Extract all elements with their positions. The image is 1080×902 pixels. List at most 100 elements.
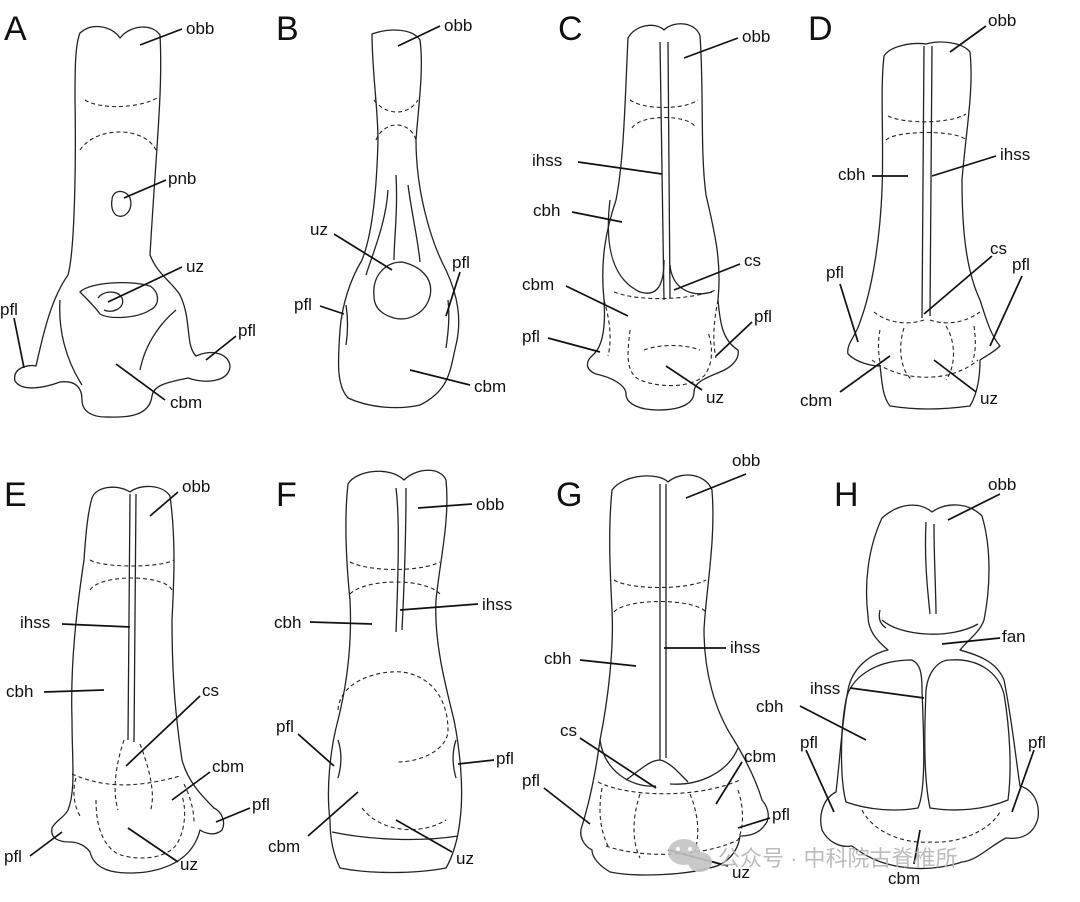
leader-f-cbh: [309, 621, 373, 625]
leader-d-uz: [933, 359, 977, 393]
leader-c-uz: [665, 365, 703, 391]
fan-outline-h: [881, 619, 979, 635]
label-b-pfl-left: pfl: [294, 295, 312, 314]
inner-contour-a: [139, 309, 177, 371]
watermark: 公众号 · 中科院古脊椎所: [668, 839, 958, 872]
uz-inner-a: [97, 291, 124, 312]
dashed-contour-e: [139, 743, 153, 813]
label-h-pfl-right: pfl: [1028, 733, 1046, 752]
leader-f-ihss: [399, 603, 479, 611]
panel-d: D obb cbh ihss cs pfl pfl cbm uz: [800, 10, 1030, 410]
leader-a-pnb: [123, 179, 167, 199]
leader-f-cbm: [307, 791, 359, 837]
label-g-ihss: ihss: [730, 638, 760, 657]
dashed-contour-g: [599, 787, 609, 847]
leader-h-pfl-left: [805, 749, 835, 813]
label-a-obb: obb: [186, 19, 214, 38]
dashed-contour-f: [349, 561, 441, 571]
label-e-cbh: cbh: [6, 682, 33, 701]
label-g-obb: obb: [732, 451, 760, 470]
leader-f-uz: [395, 819, 453, 853]
inner-contour-b: [365, 189, 389, 276]
dashed-contour-d: [885, 131, 967, 141]
leader-d-ihss: [931, 155, 997, 177]
inner-contour-f: [452, 739, 457, 779]
dashed-contour-e: [183, 783, 195, 823]
dashed-contour-e: [89, 559, 175, 567]
label-a-pnb: pnb: [168, 169, 196, 188]
inner-contour-b: [393, 174, 398, 261]
label-a-pfl-left: pfl: [0, 300, 18, 319]
label-b-obb: obb: [444, 16, 472, 35]
leader-d-cbm: [839, 355, 891, 393]
leader-b-pfl-right: [445, 271, 461, 317]
dashed-contour-c: [629, 99, 699, 108]
inner-contour-f: [337, 739, 342, 779]
label-f-cbm: cbm: [268, 837, 300, 856]
label-f-uz: uz: [456, 849, 474, 868]
label-h-cbh: cbh: [756, 697, 783, 716]
dashed-contour-d: [945, 325, 955, 381]
label-g-cbm: cbm: [744, 747, 776, 766]
label-f-cbh: cbh: [274, 613, 301, 632]
leader-e-obb: [149, 491, 179, 517]
label-e-uz: uz: [180, 855, 198, 874]
leader-d-pfl-left: [839, 283, 859, 343]
leader-d-obb: [949, 25, 987, 53]
leader-h-obb: [947, 493, 1001, 521]
cbh-outline-g: [599, 739, 657, 787]
cbh-outline-c: [607, 199, 665, 294]
leader-a-obb: [139, 28, 183, 46]
label-g-cbh: cbh: [544, 649, 571, 668]
suture-e: [127, 493, 131, 741]
dashed-contour-c: [627, 329, 713, 387]
dashed-contour-f: [349, 581, 441, 595]
fan-outline-h: [878, 609, 887, 629]
label-d-obb: obb: [988, 11, 1016, 30]
panel-b: B obb uz pfl pfl cbm: [276, 10, 506, 409]
cbh-outline-h: [924, 659, 1011, 811]
label-e-cs: cs: [202, 681, 219, 700]
label-g-pfl-left: pfl: [522, 771, 540, 790]
uz-outline-a: [79, 282, 159, 319]
suture-d: [929, 45, 933, 317]
leader-b-cbm: [409, 369, 471, 386]
dashed-contour-c: [631, 116, 697, 129]
label-d-cbh: cbh: [838, 165, 865, 184]
dashed-contour-f: [337, 671, 449, 763]
suture-h: [924, 521, 931, 615]
dashed-contour-c: [603, 299, 611, 357]
label-h-cbm: cbm: [888, 869, 920, 888]
label-h-pfl-left: pfl: [800, 733, 818, 752]
dashed-contour-f: [361, 807, 447, 831]
suture-d: [921, 45, 925, 319]
dashed-contour-b: [373, 99, 419, 113]
dashed-contour-d: [877, 329, 881, 363]
leader-c-cs: [673, 263, 741, 291]
panel-c: C obb ihss cbh cs cbm pfl pfl uz: [522, 10, 772, 411]
bone-outline-e: [51, 485, 225, 874]
dashed-contour-a: [84, 97, 158, 108]
label-e-obb: obb: [182, 477, 210, 496]
bone-outline-a: [14, 25, 231, 418]
inner-contour-b: [345, 304, 349, 346]
leader-a-uz: [107, 266, 183, 303]
panel-letter-a: A: [4, 10, 27, 48]
label-g-pfl-right: pfl: [772, 805, 790, 824]
label-h-ihss: ihss: [810, 679, 840, 698]
inner-contour-b: [407, 184, 421, 263]
dashed-contour-e: [71, 773, 181, 786]
cbh-outline-g: [669, 747, 739, 785]
label-c-pfl-right: pfl: [754, 307, 772, 326]
label-d-cs: cs: [990, 239, 1007, 258]
label-b-pfl-right: pfl: [452, 253, 470, 272]
label-c-cs: cs: [744, 251, 761, 270]
dashed-contour-d: [887, 113, 967, 123]
leader-c-pfl-right: [715, 321, 753, 357]
panel-letter-d: D: [808, 10, 833, 48]
label-d-pfl-right: pfl: [1012, 255, 1030, 274]
leader-d-cs: [923, 255, 993, 315]
panel-f: F obb cbh ihss pfl pfl cbm uz: [268, 469, 514, 874]
panel-letter-c: C: [558, 10, 583, 48]
inner-contour-f: [331, 831, 459, 841]
